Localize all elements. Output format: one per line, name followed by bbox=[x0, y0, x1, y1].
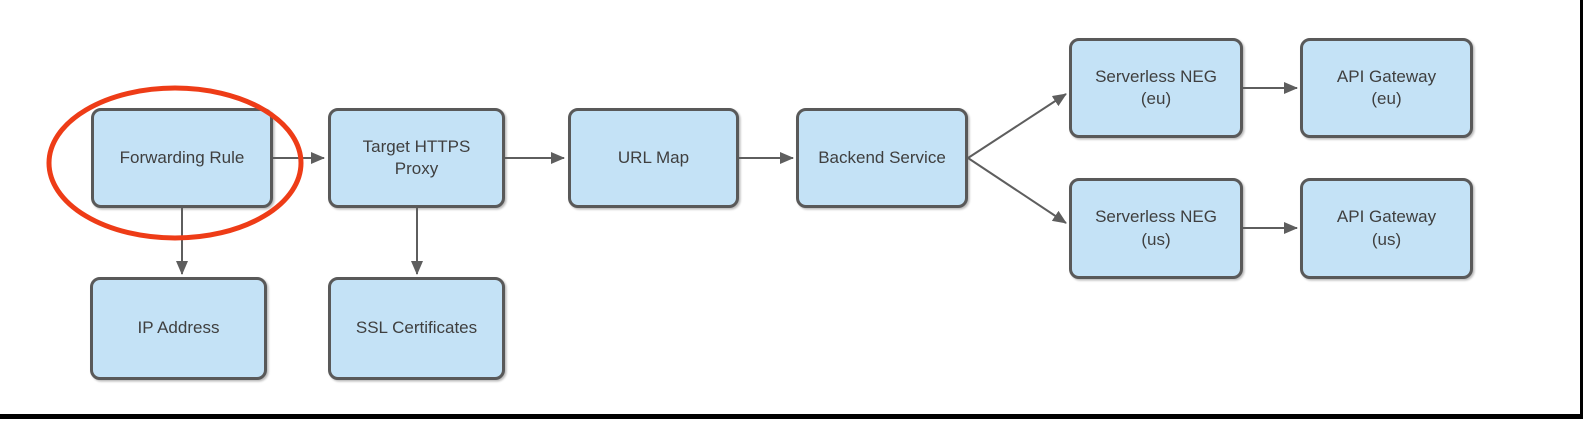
node-api-gateway-eu[interactable]: API Gateway (eu) bbox=[1300, 38, 1473, 138]
window-right-edge bbox=[1580, 0, 1583, 419]
node-ssl-certificates[interactable]: SSL Certificates bbox=[328, 277, 505, 380]
node-label-ip-address: IP Address bbox=[137, 318, 220, 338]
node-label-serverless-neg-eu: Serverless NEG (eu) bbox=[1095, 66, 1217, 108]
node-api-gateway-us[interactable]: API Gateway (us) bbox=[1300, 178, 1473, 279]
node-url-map[interactable]: URL Map bbox=[568, 108, 739, 208]
node-label-serverless-neg-us: Serverless NEG (us) bbox=[1095, 207, 1217, 249]
node-label-api-gateway-us: API Gateway (us) bbox=[1336, 207, 1437, 249]
node-serverless-neg-us[interactable]: Serverless NEG (us) bbox=[1069, 178, 1243, 279]
node-label-ssl-certificates: SSL Certificates bbox=[355, 318, 478, 338]
window-bottom-edge bbox=[0, 414, 1583, 419]
node-forwarding-rule[interactable]: Forwarding Rule bbox=[91, 108, 273, 208]
node-label-backend-service: Backend Service bbox=[818, 147, 946, 167]
node-label-url-map: URL Map bbox=[617, 147, 690, 167]
node-label-forwarding-rule: Forwarding Rule bbox=[119, 147, 245, 167]
node-backend-service[interactable]: Backend Service bbox=[796, 108, 968, 208]
node-ip-address[interactable]: IP Address bbox=[90, 277, 267, 380]
node-label-api-gateway-eu: API Gateway (eu) bbox=[1336, 66, 1437, 108]
node-label-target-https-proxy: Target HTTPS Proxy bbox=[362, 136, 471, 178]
edge-backend-service-to-serverless-neg-eu bbox=[967, 93, 1067, 159]
node-serverless-neg-eu[interactable]: Serverless NEG (eu) bbox=[1069, 38, 1243, 138]
node-target-https-proxy[interactable]: Target HTTPS Proxy bbox=[328, 108, 505, 208]
edge-backend-service-to-serverless-neg-us bbox=[967, 157, 1067, 224]
